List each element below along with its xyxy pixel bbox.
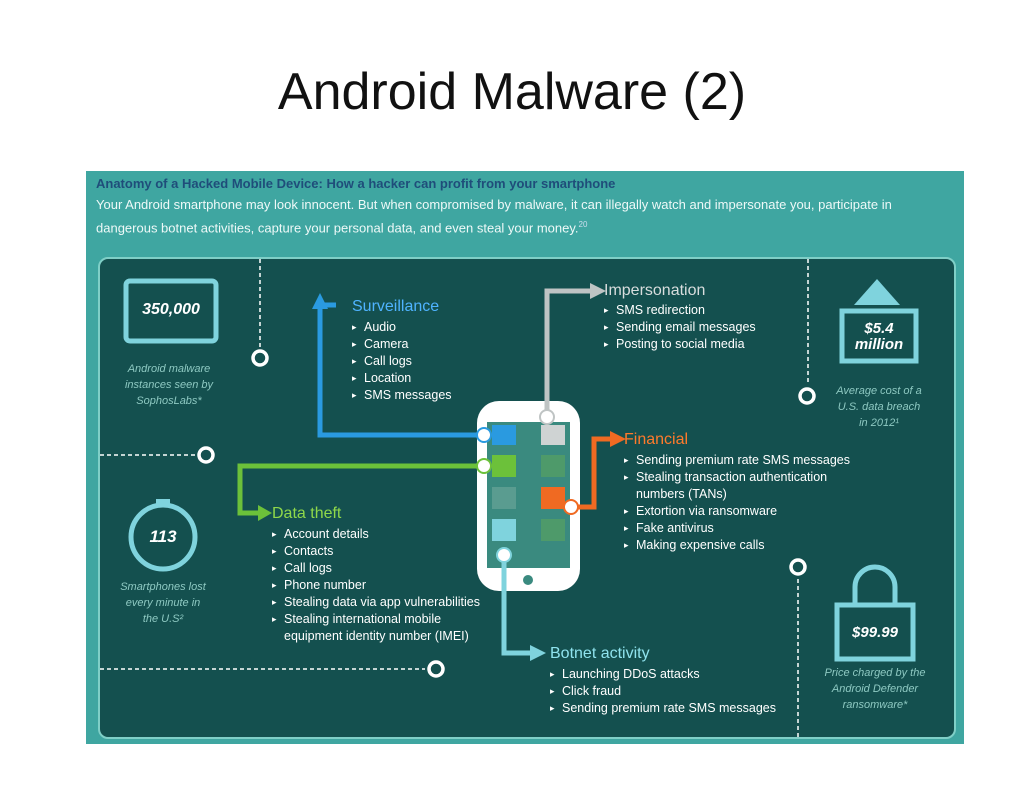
sources-footnotes: *Source: SophosLabs ¹Source: 2013 Cost o… bbox=[122, 764, 386, 797]
list-item: Posting to social media bbox=[604, 336, 804, 353]
list-item: SMS redirection bbox=[604, 302, 804, 319]
source-line: *Source: SophosLabs bbox=[122, 764, 205, 774]
infographic-heading: Anatomy of a Hacked Mobile Device: How a… bbox=[96, 176, 616, 191]
network-app-icon bbox=[492, 519, 516, 541]
list-item: Sending premium rate SMS messages bbox=[624, 452, 864, 469]
globe-app-icon bbox=[541, 455, 565, 477]
up-arrow-icon bbox=[854, 279, 900, 305]
impersonation-title: Impersonation bbox=[604, 282, 706, 299]
list-item: Stealing transaction authentication numb… bbox=[624, 469, 864, 503]
chart-app-icon bbox=[541, 487, 565, 509]
gear-icon bbox=[197, 349, 816, 678]
stat-lost-value: 113 bbox=[149, 527, 177, 546]
list-item: Account details bbox=[272, 526, 494, 543]
data-theft-list: Account details Contacts Call logs Phone… bbox=[272, 526, 494, 645]
list-item: Sending premium rate SMS messages bbox=[550, 700, 790, 717]
list-item: Camera bbox=[352, 336, 502, 353]
tablet-frame-icon bbox=[123, 278, 219, 344]
connector-lines bbox=[100, 259, 919, 737]
list-item: Launching DDoS attacks bbox=[550, 666, 790, 683]
list-item: Stealing international mobile equipment … bbox=[272, 611, 494, 645]
camera-app-icon bbox=[492, 425, 516, 445]
stat-lost-caption: Smartphones lost every minute in the U.S… bbox=[120, 581, 206, 625]
surveillance-list: Audio Camera Call logs Location SMS mess… bbox=[352, 319, 502, 404]
stat-malware-value: 350,000 bbox=[142, 301, 200, 318]
list-item: Making expensive calls bbox=[624, 537, 864, 554]
list-item: Location bbox=[352, 370, 502, 387]
stat-breach-caption: Average cost of a U.S. data breach in 20… bbox=[836, 385, 922, 429]
list-item: Call logs bbox=[272, 560, 494, 577]
intro-footnote-ref: 20 bbox=[578, 220, 588, 229]
list-item: Sending email messages bbox=[604, 319, 804, 336]
source-line: ¹Source: 2013 Cost of Data Breach Study,… bbox=[122, 775, 351, 785]
data-theft-title: Data theft bbox=[272, 505, 342, 522]
stat-malware-caption: Android malware instances seen by Sophos… bbox=[124, 363, 214, 407]
contact-card-app-icon bbox=[541, 425, 565, 445]
botnet-list: Launching DDoS attacks Click fraud Sendi… bbox=[550, 666, 790, 717]
source-line: ²Source: What's the Worst U.S. City for … bbox=[122, 786, 386, 796]
calendar-app-icon bbox=[492, 487, 516, 509]
infographic-intro: Your Android smartphone may look innocen… bbox=[96, 195, 906, 238]
list-item: Call logs bbox=[352, 353, 502, 370]
stat-ransom-caption: Price charged by the Android Defender ra… bbox=[824, 667, 926, 711]
list-item: Contacts bbox=[272, 543, 494, 560]
infographic-panel: Anatomy of a Hacked Mobile Device: How a… bbox=[86, 171, 964, 796]
stat-breach-value: $5.4 million bbox=[854, 320, 904, 353]
financial-title: Financial bbox=[624, 431, 689, 448]
data-app-icon bbox=[492, 455, 516, 477]
surveillance-title: Surveillance bbox=[352, 298, 440, 315]
clock-app-icon bbox=[541, 519, 565, 541]
financial-list: Sending premium rate SMS messages Steali… bbox=[624, 452, 864, 554]
stat-ransom-value: $99.99 bbox=[852, 624, 898, 641]
list-item: Fake antivirus bbox=[624, 520, 864, 537]
list-item: SMS messages bbox=[352, 387, 502, 404]
botnet-title: Botnet activity bbox=[550, 645, 650, 662]
padlock-icon bbox=[852, 564, 898, 605]
impersonation-list: SMS redirection Sending email messages P… bbox=[604, 302, 804, 353]
infographic-inner-frame: 350,000 Android malware instances seen b… bbox=[98, 257, 956, 796]
slide-title: Android Malware (2) bbox=[277, 63, 747, 121]
list-item: Click fraud bbox=[550, 683, 790, 700]
list-item: Extortion via ransomware bbox=[624, 503, 864, 520]
list-item: Phone number bbox=[272, 577, 494, 594]
list-item: Stealing data via app vulnerabilities bbox=[272, 594, 494, 611]
list-item: Audio bbox=[352, 319, 502, 336]
intro-text: Your Android smartphone may look innocen… bbox=[96, 197, 892, 236]
